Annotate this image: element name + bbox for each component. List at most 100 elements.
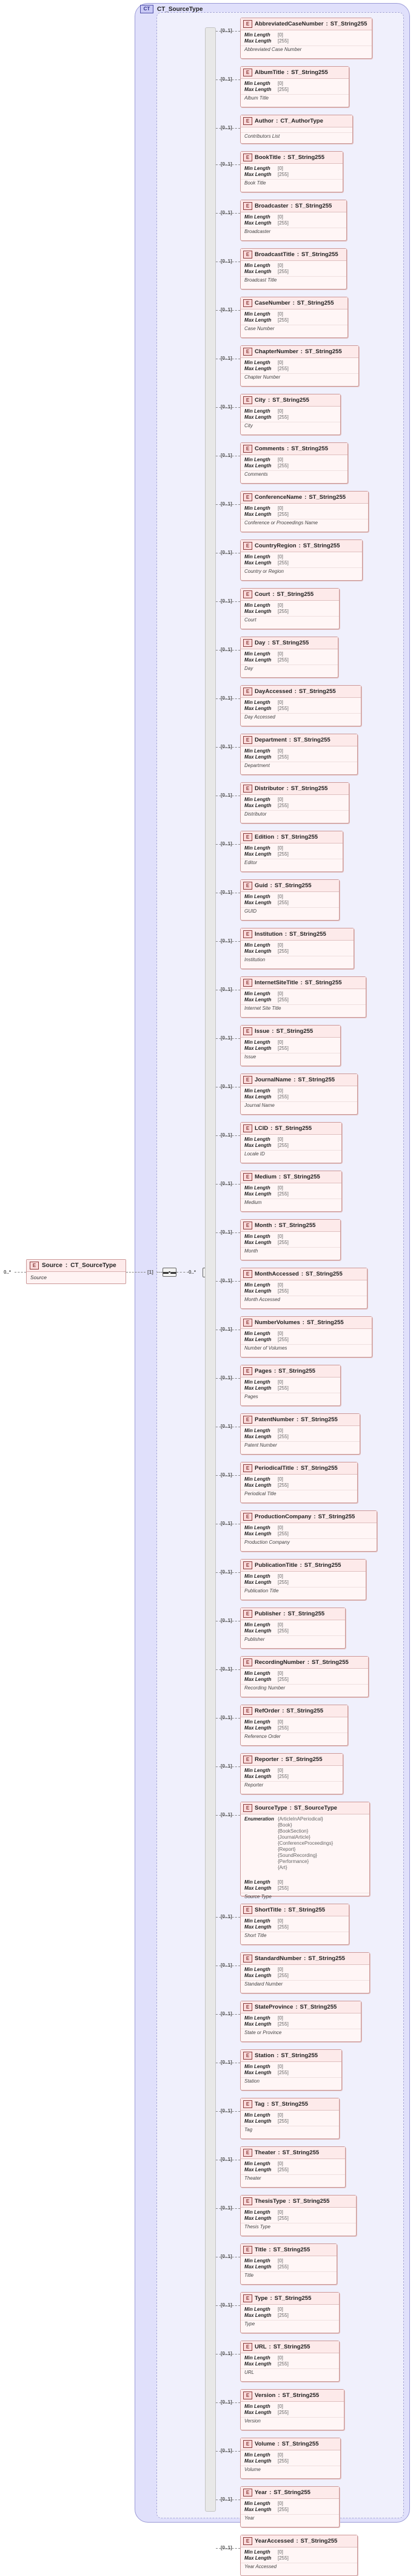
- element-connector: [216, 1281, 240, 1282]
- facet-label: Max Length: [244, 220, 272, 226]
- element-type: ST_String255: [293, 737, 330, 743]
- facet-min-length: Min Length[0]: [244, 1282, 363, 1288]
- facet-min-length: Min Length[0]: [244, 942, 350, 948]
- facet-min-length: Min Length[0]: [244, 1428, 356, 1434]
- element-icon: E: [243, 445, 252, 453]
- facets: Min Length[0]Max Length[255]: [241, 212, 346, 228]
- element-doc: Medium: [241, 1198, 341, 1207]
- element-type: ST_String255: [298, 688, 336, 695]
- element-occurrence: [0..1]: [221, 2060, 232, 2065]
- facet-label: Min Length: [244, 1719, 270, 1725]
- element-name: JournalName: [255, 1077, 292, 1083]
- facets: Min Length[0]Max Length[255]: [241, 601, 339, 616]
- element-name: Type: [255, 2295, 268, 2302]
- root-element-source[interactable]: E Source : CT_SourceType Source: [26, 1259, 126, 1284]
- element-connector: [216, 650, 240, 651]
- type-separator: :: [297, 251, 299, 258]
- element-icon: E: [243, 1464, 252, 1472]
- enum-value: {Performance}: [278, 1859, 309, 1864]
- element-connector: [216, 128, 240, 129]
- element-name: Broadcaster: [255, 203, 289, 209]
- element-doc: State or Province: [241, 2029, 361, 2037]
- facet-value: [0]: [278, 1918, 283, 1924]
- type-separator: :: [294, 688, 297, 695]
- facet-max-length: Max Length[255]: [244, 1143, 338, 1149]
- element-icon: E: [243, 1173, 252, 1181]
- element-connector: [216, 1669, 240, 1670]
- facets: Min Length[0]Max Length[255]: [241, 407, 340, 422]
- element-connector: [216, 1232, 240, 1233]
- element-occurrence: [0..1]: [221, 259, 232, 264]
- element-icon: E: [243, 2343, 252, 2351]
- facet-max-length: Max Length[255]: [244, 463, 344, 469]
- element-icon: E: [243, 20, 252, 28]
- element-name: Department: [255, 737, 287, 743]
- element-name: PatentNumber: [255, 1416, 294, 1423]
- facet-value: [0]: [278, 651, 283, 657]
- facet-label: Min Length: [244, 166, 270, 171]
- facet-value: [255]: [278, 2264, 289, 2270]
- facet-value: [0]: [278, 2307, 283, 2312]
- element-occurrence: [0..1]: [221, 161, 232, 167]
- facet-min-length: Min Length[0]: [244, 1671, 364, 1677]
- facets: Min Length[0]Max Length[255]: [241, 2353, 339, 2368]
- facet-min-length: Min Length[0]: [244, 1185, 338, 1191]
- element-type: ST_String255: [276, 1028, 314, 1035]
- facet-value: [0]: [278, 1622, 283, 1628]
